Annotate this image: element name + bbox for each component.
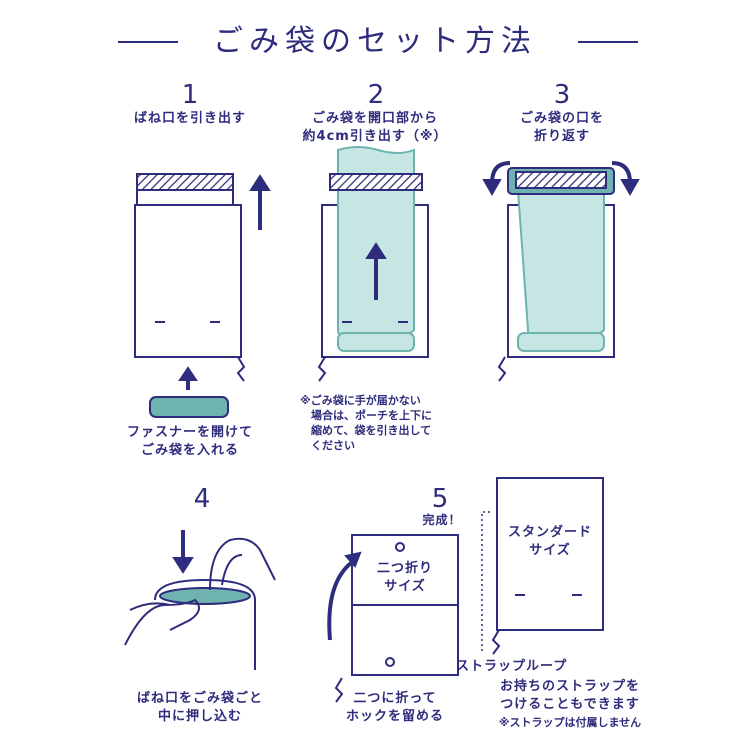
folded-size-label: 二つ折り サイズ — [376, 561, 433, 594]
step5-number: 5 — [431, 484, 449, 514]
step5-caption: 二つに折って ホックを留める — [345, 691, 444, 724]
strap-loop-title: ストラップループ — [456, 659, 568, 674]
step2-number: 2 — [367, 80, 385, 110]
step3-pouch — [482, 161, 640, 382]
step2-note: ※ごみ袋に手が届かない 場合は、ポーチを上下に 縮めて、袋を引き出して ください — [300, 394, 432, 452]
step2-pouch — [317, 146, 429, 382]
step1-caption: ばね口を引き出す — [133, 111, 246, 126]
step4-number: 4 — [193, 484, 211, 514]
step4-caption: ばね口をごみ袋ごと 中に押し込む — [136, 691, 263, 724]
step1-sub-caption: ファスナーを開けて ごみ袋を入れる — [126, 425, 253, 458]
strap-loop-text: お持ちのストラップを つけることもできます — [499, 679, 640, 712]
up-arrow-icon — [178, 366, 198, 390]
step3-number: 3 — [553, 80, 571, 110]
step4-hand-pushing — [124, 530, 276, 670]
up-arrow-icon — [249, 174, 271, 230]
step2-caption: ごみ袋を開口部から 約4cm引き出す（※） — [302, 111, 448, 144]
step3-caption: ごみ袋の口を 折り返す — [519, 111, 604, 144]
step1-number: 1 — [181, 80, 199, 110]
standard-size-label: スタンダード サイズ — [507, 525, 592, 558]
garbage-bag-roll — [149, 396, 229, 418]
step5-standard-pouch — [481, 477, 604, 655]
page-title: ごみ袋のセット方法 — [213, 24, 537, 59]
step5-done-label: 完成！ — [422, 513, 462, 527]
strap-note: ※ストラップは付属しません — [498, 716, 642, 729]
step1-pouch — [134, 173, 246, 382]
step5-folded-pouch — [327, 534, 459, 703]
